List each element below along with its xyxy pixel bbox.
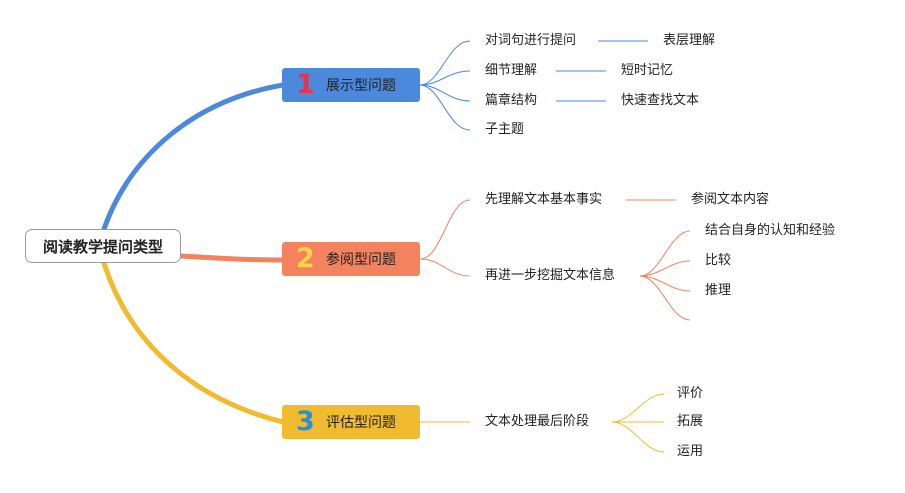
branch-label-1: 展示型问题 — [326, 78, 396, 94]
leaf-node[interactable]: 比较 — [705, 253, 732, 268]
trunk-connector-2 — [178, 253, 286, 263]
subtopic-node[interactable]: 文本处理最后阶段 — [485, 414, 590, 429]
branch-topic-1[interactable]: 1 展示型问题 — [282, 68, 420, 102]
leaf-node[interactable]: 结合自身的认知和经验 — [705, 223, 836, 238]
trunk-connector-3 — [101, 260, 286, 425]
subtopic-node[interactable]: 先理解文本基本事实 — [485, 192, 603, 207]
branch-number-1: 1 — [296, 69, 315, 100]
branch-2-connectors — [419, 199, 691, 321]
branch-topic-3[interactable]: 3 评估型问题 — [282, 405, 420, 439]
branch-3-connectors — [420, 393, 665, 453]
subtopic-node[interactable]: 细节理解 — [485, 63, 538, 78]
branch-1-connectors — [419, 40, 648, 131]
leaf-node[interactable]: 表层理解 — [663, 33, 716, 48]
branch-topic-2[interactable]: 2 参阅型问题 — [282, 242, 420, 276]
branch-label-3: 评估型问题 — [326, 415, 396, 431]
leaf-node[interactable]: 运用 — [677, 444, 704, 459]
branch-number-3: 3 — [296, 406, 315, 437]
leaf-node[interactable]: 快速查找文本 — [621, 93, 700, 108]
subtopic-node[interactable]: 篇章结构 — [485, 93, 538, 108]
root-topic[interactable]: 阅读教学提问类型 — [25, 229, 181, 263]
branch-label-2: 参阅型问题 — [326, 252, 396, 268]
subtopic-node[interactable]: 再进一步挖掘文本信息 — [485, 268, 616, 283]
leaf-node[interactable]: 评价 — [677, 386, 704, 401]
trunk-connector-1 — [101, 82, 286, 232]
subtopic-node[interactable]: 对词句进行提问 — [485, 33, 577, 48]
leaf-node[interactable]: 推理 — [705, 283, 732, 298]
leaf-node[interactable]: 短时记忆 — [621, 63, 674, 78]
leaf-node[interactable]: 参阅文本内容 — [691, 192, 770, 207]
subtopic-node[interactable]: 子主题 — [485, 122, 525, 137]
leaf-node[interactable]: 拓展 — [677, 414, 704, 429]
branch-number-2: 2 — [296, 243, 315, 274]
